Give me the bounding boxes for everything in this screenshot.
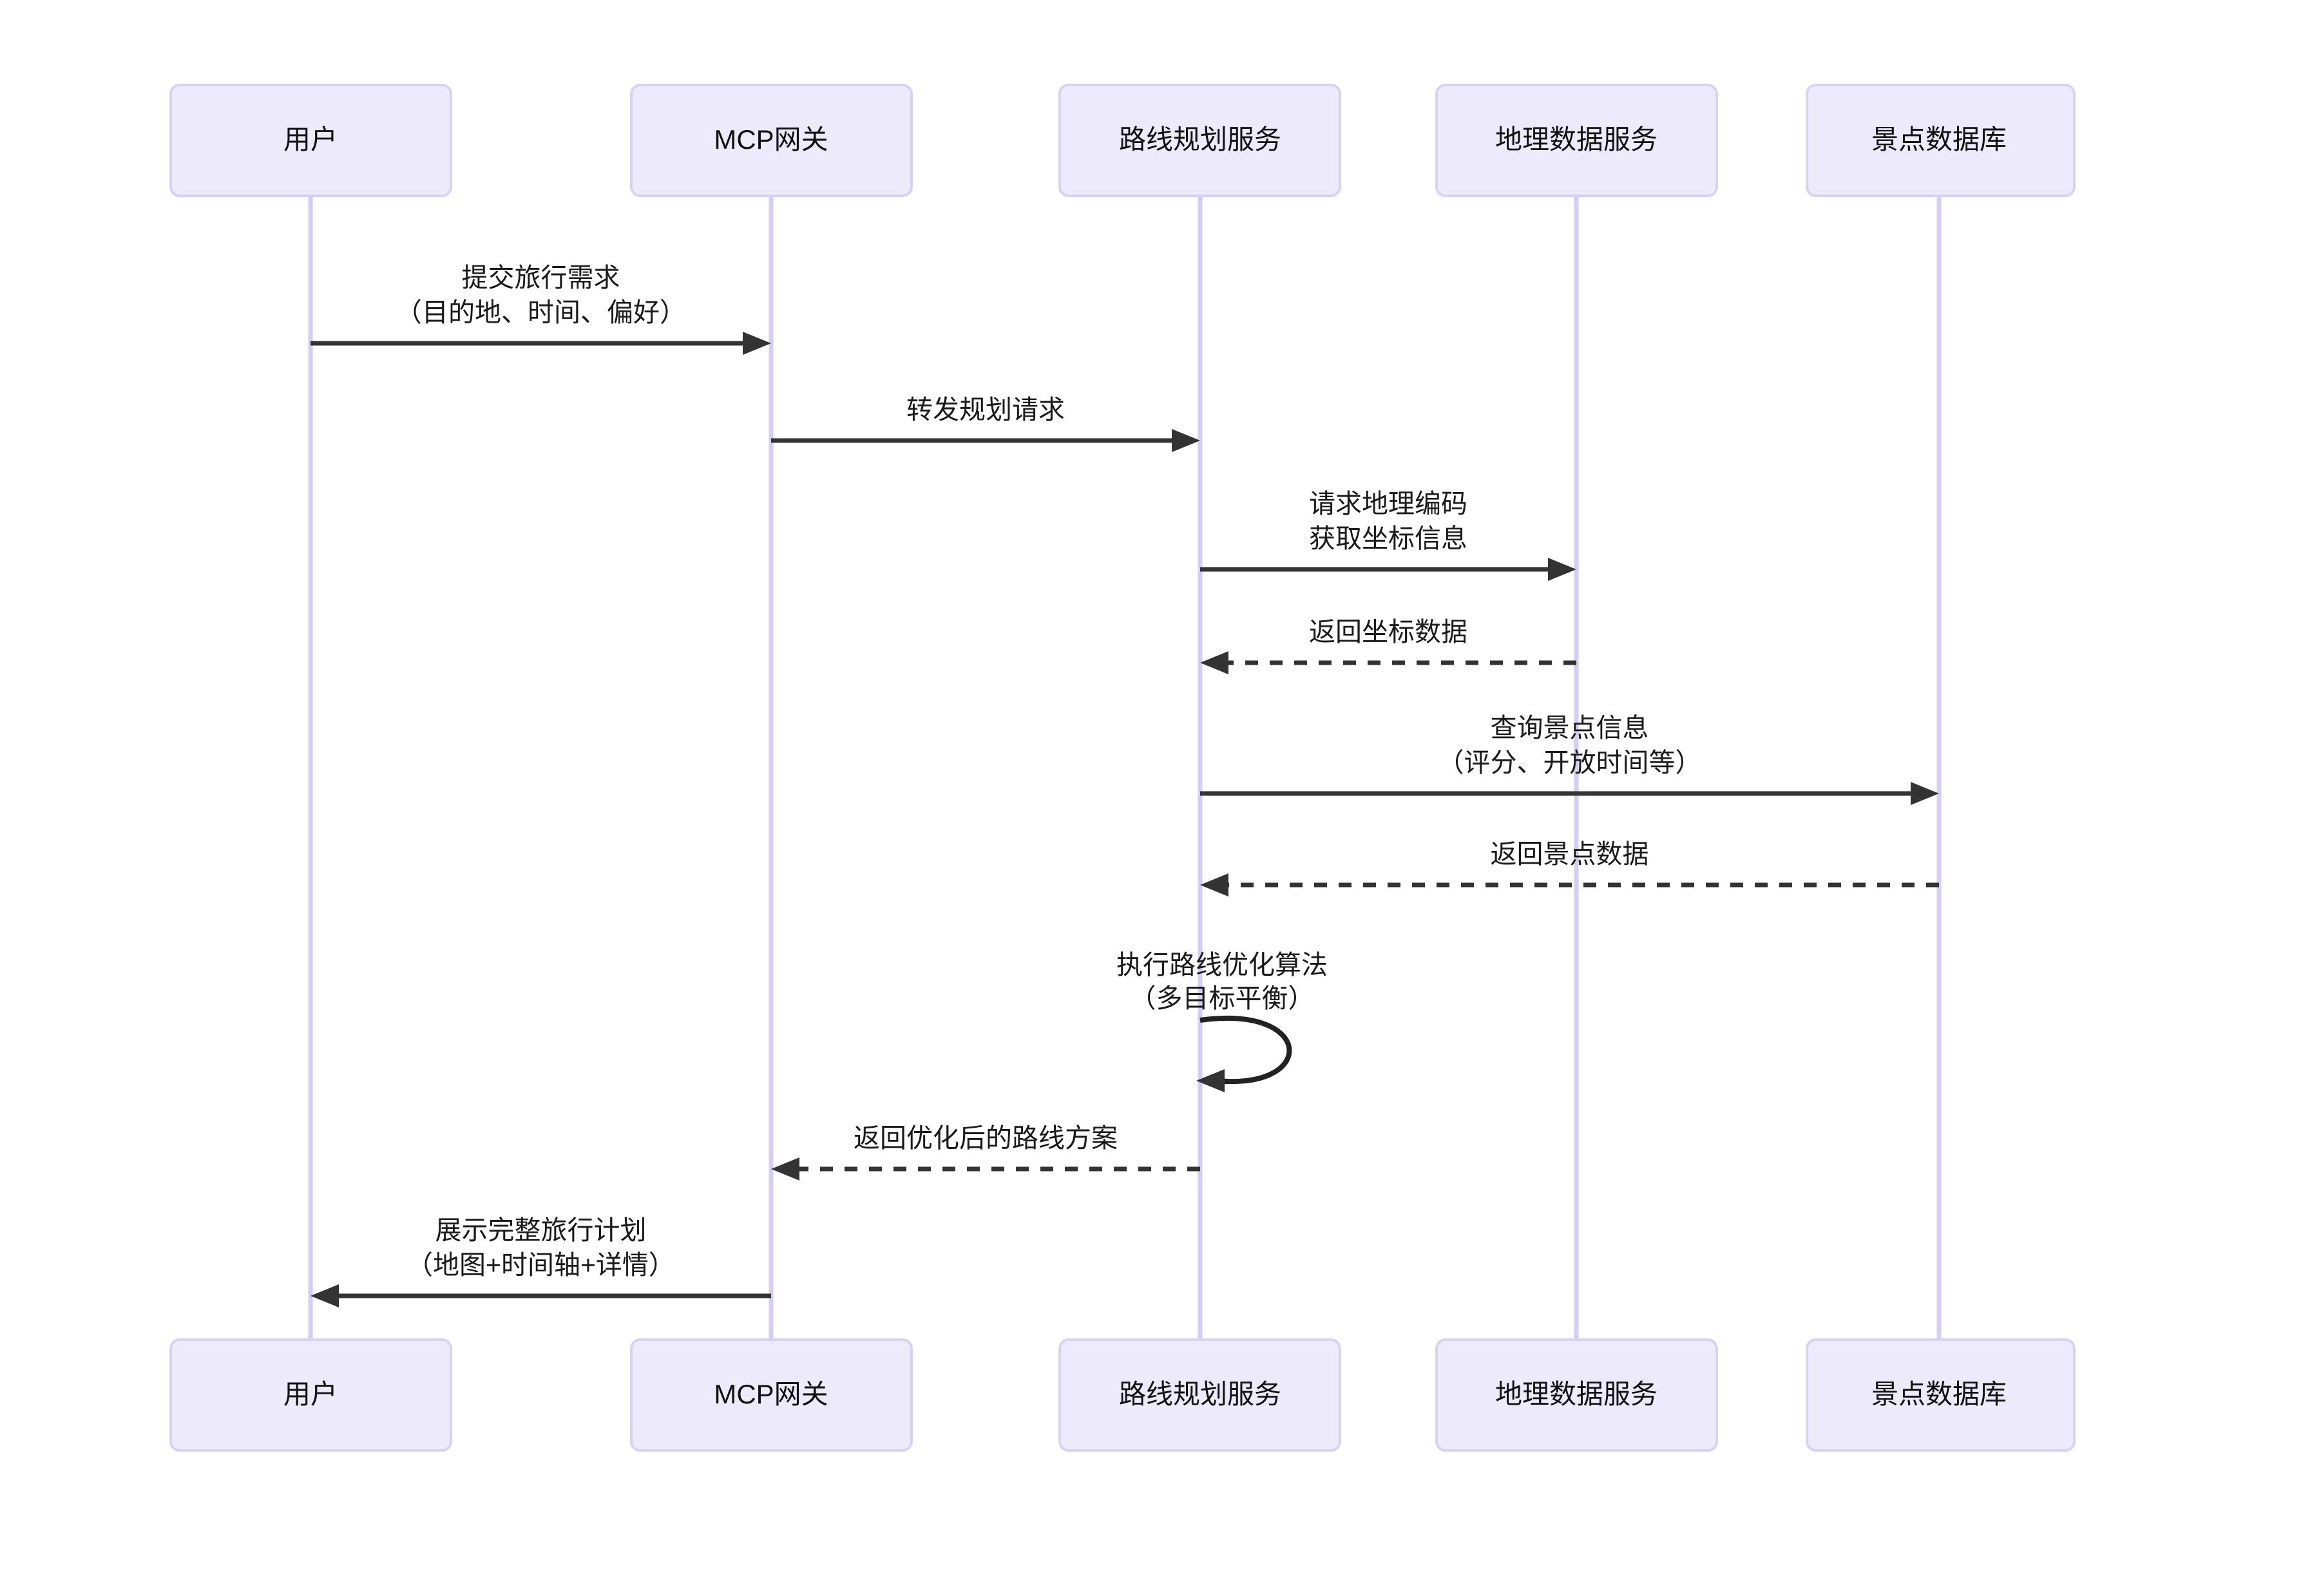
message-label-line: 提交旅行需求	[462, 263, 620, 292]
actor-box-rect	[1435, 1338, 1718, 1452]
messages-layer: 提交旅行需求（目的地、时间、偏好）转发规划请求请求地理编码获取坐标信息返回坐标数…	[310, 263, 1939, 1307]
actor-box-bottom-route[interactable]: 路线规划服务	[1058, 1338, 1341, 1452]
self-loop-path	[1199, 1015, 1292, 1085]
message-m1[interactable]: 提交旅行需求 （目的地、时间、偏好）	[310, 263, 771, 355]
message-label-line: 获取坐标信息	[1309, 524, 1467, 553]
message-label-line: 查询景点信息	[1491, 713, 1649, 743]
actor-label-user: 用户	[283, 124, 338, 155]
message-arrowhead	[310, 1284, 339, 1307]
message-label-line: （目的地、时间、偏好）	[396, 298, 686, 327]
message-label-line: 返回景点数据	[1491, 839, 1649, 869]
message-m9[interactable]: 展示完整旅行计划 （地图+时间轴+详情）	[310, 1215, 771, 1307]
actor-box-bottom-user[interactable]: 用户	[169, 1338, 452, 1452]
actor-boxes-bottom: 用户 MCP网关 路线规划服务 地理数据服务 景点数据库	[169, 1338, 2076, 1452]
actor-label-route: 路线规划服务	[1119, 1379, 1281, 1409]
actor-box-bottom-gateway[interactable]: MCP网关	[630, 1338, 913, 1452]
actor-box-bottom-poi[interactable]: 景点数据库	[1806, 1338, 2076, 1452]
actor-boxes-top: 用户 MCP网关 路线规划服务 地理数据服务 景点数据库	[169, 84, 2076, 197]
actor-label-geo: 地理数据服务	[1495, 124, 1657, 155]
message-arrowhead	[771, 1157, 799, 1181]
message-label-line: 执行路线优化算法	[1116, 950, 1328, 980]
actor-label-poi: 景点数据库	[1871, 1379, 2007, 1409]
actor-label-gateway: MCP网关	[714, 124, 828, 155]
actor-box-rect	[169, 84, 452, 197]
message-label-line: 返回坐标数据	[1309, 617, 1467, 647]
actor-box-rect	[1806, 1338, 2076, 1452]
message-label-line: （评分、开放时间等）	[1438, 748, 1702, 777]
actor-box-rect	[169, 1338, 452, 1452]
actor-box-top-poi[interactable]: 景点数据库	[1806, 84, 2076, 197]
actor-box-bottom-geo[interactable]: 地理数据服务	[1435, 1338, 1718, 1452]
message-arrowhead	[1548, 558, 1576, 581]
message-m6[interactable]: 返回景点数据	[1200, 839, 1939, 897]
message-arrowhead	[1172, 429, 1200, 452]
message-label-line: 转发规划请求	[906, 395, 1065, 424]
message-arrowhead	[1200, 873, 1228, 897]
message-label-line: 请求地理编码	[1309, 489, 1467, 518]
actor-label-geo: 地理数据服务	[1495, 1379, 1657, 1409]
message-m2[interactable]: 转发规划请求	[771, 395, 1200, 452]
actor-box-top-user[interactable]: 用户	[169, 84, 452, 197]
message-label-line: （多目标平衡）	[1130, 983, 1315, 1013]
actor-box-rect	[630, 84, 913, 197]
actor-box-rect	[1058, 1338, 1341, 1452]
actor-box-top-route[interactable]: 路线规划服务	[1058, 84, 1341, 197]
actor-box-top-geo[interactable]: 地理数据服务	[1435, 84, 1718, 197]
actor-box-rect	[1058, 84, 1341, 197]
actor-label-gateway: MCP网关	[714, 1379, 828, 1409]
self-loop-arrowhead	[1196, 1069, 1225, 1092]
message-arrowhead	[1200, 651, 1228, 674]
message-m7[interactable]: 执行路线优化算法（多目标平衡）	[1116, 950, 1328, 1092]
message-label-line: 展示完整旅行计划	[435, 1215, 647, 1245]
message-label-line: 返回优化后的路线方案	[854, 1123, 1118, 1153]
message-m5[interactable]: 查询景点信息 （评分、开放时间等）	[1200, 713, 1939, 805]
message-label-line: （地图+时间轴+详情）	[406, 1250, 675, 1280]
actor-box-rect	[630, 1338, 913, 1452]
actor-label-route: 路线规划服务	[1119, 124, 1281, 155]
message-m8[interactable]: 返回优化后的路线方案	[771, 1123, 1200, 1181]
message-arrowhead	[743, 332, 771, 355]
actor-box-rect	[1806, 84, 2076, 197]
message-arrowhead	[1911, 782, 1939, 805]
actor-label-poi: 景点数据库	[1871, 124, 2007, 155]
actor-box-rect	[1435, 84, 1718, 197]
actor-box-top-gateway[interactable]: MCP网关	[630, 84, 913, 197]
actor-label-user: 用户	[283, 1379, 338, 1409]
lifelines-layer	[308, 196, 1942, 1340]
message-m4[interactable]: 返回坐标数据	[1200, 617, 1576, 674]
